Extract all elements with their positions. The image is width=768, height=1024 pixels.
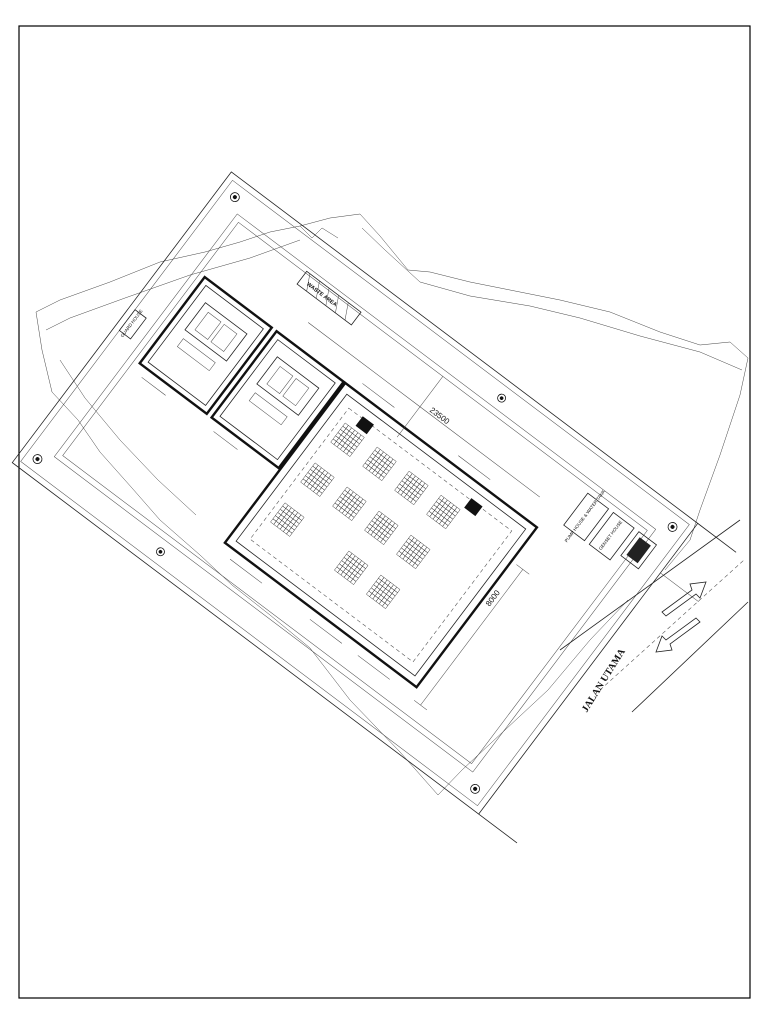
terrain-contours — [35, 213, 749, 796]
traffic-arrow-icon — [661, 581, 707, 617]
guard-house-label: GUARD HOUSE — [120, 309, 144, 339]
guard-house: GUARD HOUSE — [118, 309, 147, 340]
dimension-width: 8000 — [413, 564, 530, 711]
grid-block — [394, 470, 429, 506]
dimension-width-label: 8000 — [484, 588, 502, 608]
wall-annotations — [141, 377, 491, 680]
sheet-border — [18, 25, 751, 999]
grid-block — [366, 574, 401, 609]
grid-block — [270, 502, 305, 537]
grid-block — [362, 446, 397, 481]
dimension-length: 23500 — [308, 322, 540, 498]
grid-block — [364, 510, 399, 545]
electrical-panel — [464, 498, 483, 517]
site-compound: WASTE AREA GUARD HOUSE — [11, 171, 737, 844]
grid-block — [396, 534, 431, 570]
waste-area-label: WASTE AREA — [305, 282, 338, 309]
genset-house-label: GENSET HOUSE — [598, 520, 623, 552]
building-office-small — [138, 275, 274, 416]
dimension-length-label: 23500 — [428, 406, 452, 427]
building-main-hall — [223, 381, 539, 689]
road-name-label: JALAN UTAMA — [580, 646, 628, 714]
waste-area: WASTE AREA — [296, 270, 362, 326]
grid-block — [332, 486, 367, 521]
grid-block — [426, 494, 461, 530]
grid-block — [330, 422, 365, 457]
grid-block — [334, 550, 369, 585]
traffic-arrow-icon — [655, 617, 701, 653]
property-boundary — [11, 171, 699, 815]
building-office — [209, 329, 346, 470]
corner-piers — [32, 192, 678, 794]
grid-block — [300, 462, 335, 497]
equipment-grids — [270, 422, 461, 609]
electrical-panel — [355, 416, 374, 435]
main-road: JALAN UTAMA — [559, 519, 749, 714]
